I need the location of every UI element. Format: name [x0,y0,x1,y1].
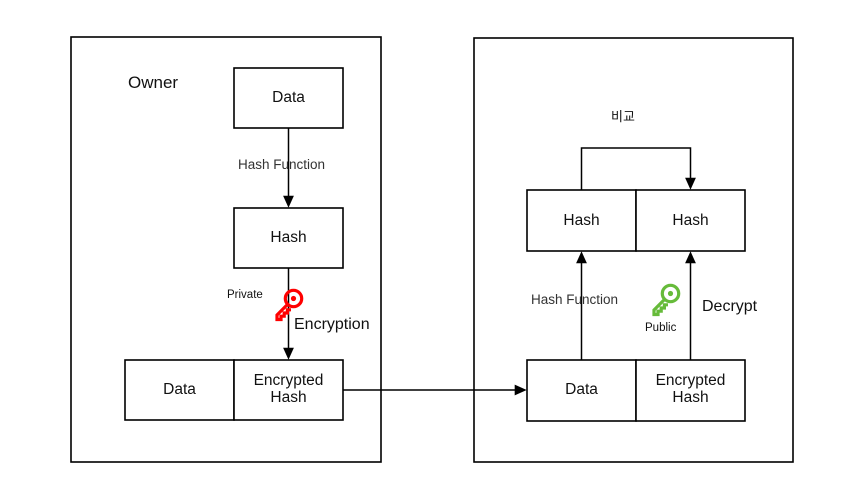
private-key-icon-wrap [271,287,305,325]
right-packet-encrypted-hash-label: Encrypted Hash [655,372,726,407]
right-hash-left-label: Hash [563,212,600,229]
private-key-bit-dot [290,295,297,302]
left-packet-encrypted-hash-cell [233,359,344,421]
right-hash-right-label: Hash [672,212,709,229]
left-packet-encrypted-hash-label: Encrypted Hash [253,372,324,407]
right-hash-box-right [635,189,746,252]
edge-compare-bracket [580,147,696,190]
private-key-icon [275,288,304,322]
left-packet-data-cell [124,359,235,421]
decrypt-label: Decrypt [702,298,758,315]
left-hash-label: Hash [270,229,307,246]
left-packet-data-label: Data [163,381,196,398]
right-hash-function-label: Hash Function [531,292,619,307]
private-key-label: Private [227,289,263,301]
right-packet-data-label: Data [565,381,598,398]
encryption-label: Encryption [294,316,370,333]
public-key-icon [652,283,681,317]
left-hash-function-label: Hash Function [238,157,326,172]
left-data-box [233,67,344,129]
public-key-icon-wrap [648,282,682,320]
compare-label: 비교 [611,109,635,124]
left-data-label: Data [272,89,305,106]
public-key-label: Public [645,322,677,334]
right-packet-data-cell [526,359,637,422]
owner-title: Owner [128,73,179,92]
public-key-bit-dot [667,290,674,297]
left-hash-box [233,207,344,269]
